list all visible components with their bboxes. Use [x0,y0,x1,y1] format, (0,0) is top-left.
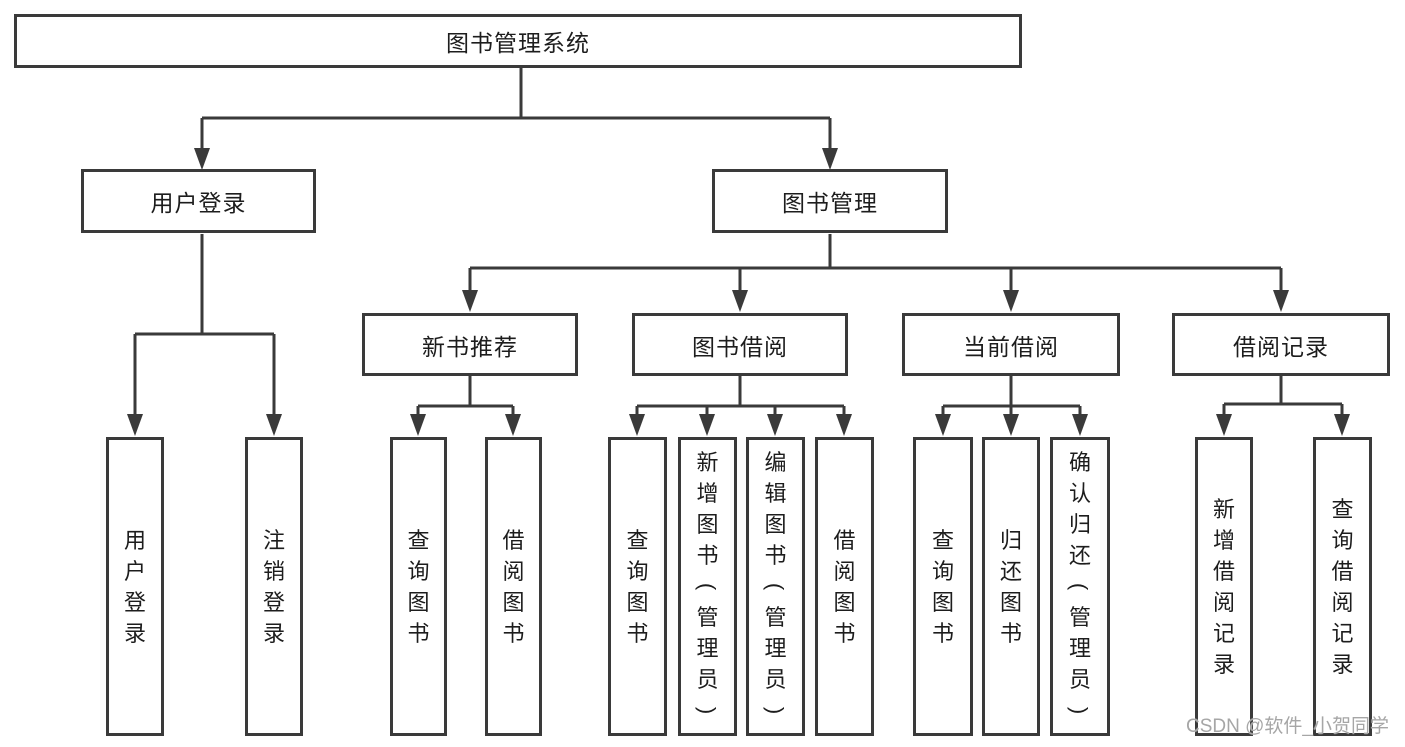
leaf-query-books-borrow: 查询图书 [608,437,667,736]
leaf-add-borrow-record-label: 新增借阅记录 [1212,496,1235,677]
leaf-add-book-admin-label: 新增图书(管理员) [694,450,720,715]
node-book-management-label: 图书管理 [782,190,878,216]
node-current-borrow: 当前借阅 [902,313,1120,376]
leaf-return-books: 归还图书 [982,437,1040,736]
node-book-borrow: 图书借阅 [632,313,848,376]
leaf-confirm-return-admin: 确认归还(管理员) [1050,437,1110,736]
node-current-borrow-label: 当前借阅 [963,333,1059,360]
leaf-query-borrow-record-label: 查询借阅记录 [1331,496,1354,677]
leaf-edit-book-admin-label: 编辑图书(管理员) [762,450,788,715]
leaf-borrow-books-recommend-label: 借阅图书 [502,527,525,646]
node-user-login-label: 用户登录 [150,190,247,216]
node-borrow-records: 借阅记录 [1172,313,1390,376]
node-user-login: 用户登录 [81,169,316,233]
leaf-edit-book-admin: 编辑图书(管理员) [746,437,805,736]
root-node-label: 图书管理系统 [446,30,590,56]
leaf-query-books-current: 查询图书 [913,437,973,736]
leaf-logout: 注销登录 [245,437,303,736]
watermark: CSDN @软件_小贺同学 [1186,716,1389,737]
leaf-user-login-label: 用户登录 [123,527,146,646]
root-node: 图书管理系统 [14,14,1022,68]
leaf-query-books-recommend-label: 查询图书 [407,527,430,646]
node-new-book-recommend-label: 新书推荐 [422,333,518,360]
leaf-add-borrow-record: 新增借阅记录 [1195,437,1253,736]
leaf-return-books-label: 归还图书 [999,527,1022,646]
node-book-management: 图书管理 [712,169,948,233]
leaf-logout-label: 注销登录 [262,527,285,646]
leaf-query-books-borrow-label: 查询图书 [626,527,649,646]
leaf-borrow-books: 借阅图书 [815,437,874,736]
leaf-user-login: 用户登录 [106,437,164,736]
leaf-borrow-books-recommend: 借阅图书 [485,437,542,736]
leaf-query-borrow-record: 查询借阅记录 [1313,437,1372,736]
leaf-confirm-return-admin-label: 确认归还(管理员) [1067,450,1093,715]
node-book-borrow-label: 图书借阅 [692,333,788,360]
leaf-borrow-books-label: 借阅图书 [833,527,856,646]
leaf-add-book-admin: 新增图书(管理员) [678,437,737,736]
leaf-query-books-current-label: 查询图书 [931,527,954,646]
node-new-book-recommend: 新书推荐 [362,313,578,376]
node-borrow-records-label: 借阅记录 [1233,333,1329,360]
leaf-query-books-recommend: 查询图书 [390,437,447,736]
